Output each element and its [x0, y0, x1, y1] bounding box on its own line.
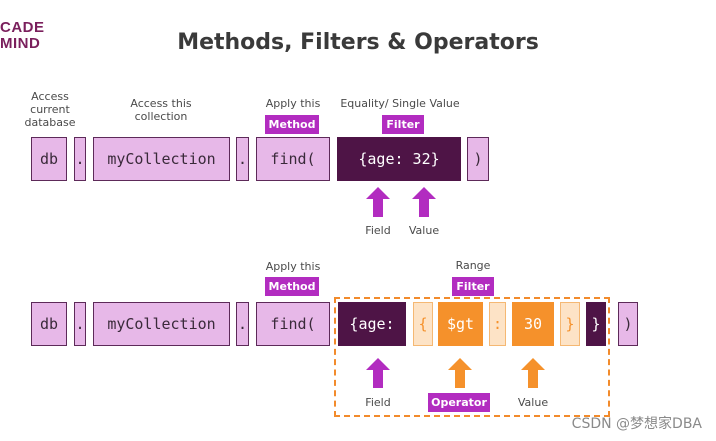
field-label: Field: [365, 396, 391, 409]
caption-collection: Access this collection: [130, 97, 192, 123]
value-label: Value: [408, 224, 440, 237]
caption-method: Apply this: [265, 260, 321, 273]
arrow-up-icon: [412, 187, 436, 217]
operator-box: $gt: [438, 302, 483, 346]
dot-box: .: [74, 302, 86, 346]
caption-method: Apply this: [265, 97, 321, 110]
db-box: db: [31, 137, 67, 181]
logo-line-1: CADE: [0, 19, 45, 36]
collection-box: myCollection: [93, 302, 230, 346]
value-box: 30: [512, 302, 554, 346]
method-tag: Method: [265, 115, 319, 134]
logo: CADE MIND: [0, 20, 45, 52]
caption-range: Range: [455, 259, 491, 272]
open-brace-box: {: [413, 302, 433, 346]
watermark: CSDN @梦想家DBA: [571, 416, 702, 432]
find-box: find(: [256, 137, 330, 181]
colon-box: :: [489, 302, 506, 346]
logo-line-2: MIND: [0, 35, 41, 52]
outer-close-brace-box: }: [586, 302, 606, 346]
caption-filter: Equality/ Single Value: [340, 97, 460, 110]
arrow-up-icon: [521, 358, 545, 388]
dot-box: .: [236, 137, 249, 181]
arrow-up-icon: [366, 187, 390, 217]
close-brace-box: }: [560, 302, 580, 346]
arrow-up-icon: [366, 358, 390, 388]
value-label: Value: [517, 396, 549, 409]
operator-tag: Operator: [428, 393, 490, 412]
caption-database: Access current database: [24, 90, 76, 129]
arrow-up-icon: [448, 358, 472, 388]
page-title: Methods, Filters & Operators: [177, 30, 539, 55]
dot-box: .: [74, 137, 86, 181]
dot-box: .: [236, 302, 249, 346]
filter-box: {age: 32}: [337, 137, 461, 181]
collection-box: myCollection: [93, 137, 230, 181]
filter-tag: Filter: [382, 115, 424, 134]
find-box: find(: [256, 302, 330, 346]
close-paren-box: ): [467, 137, 489, 181]
field-box: {age:: [338, 302, 406, 346]
db-box: db: [31, 302, 67, 346]
filter-tag: Filter: [452, 277, 494, 296]
field-label: Field: [365, 224, 391, 237]
method-tag: Method: [265, 277, 319, 296]
close-paren-box: ): [618, 302, 638, 346]
operator-group-outline: [334, 297, 610, 417]
